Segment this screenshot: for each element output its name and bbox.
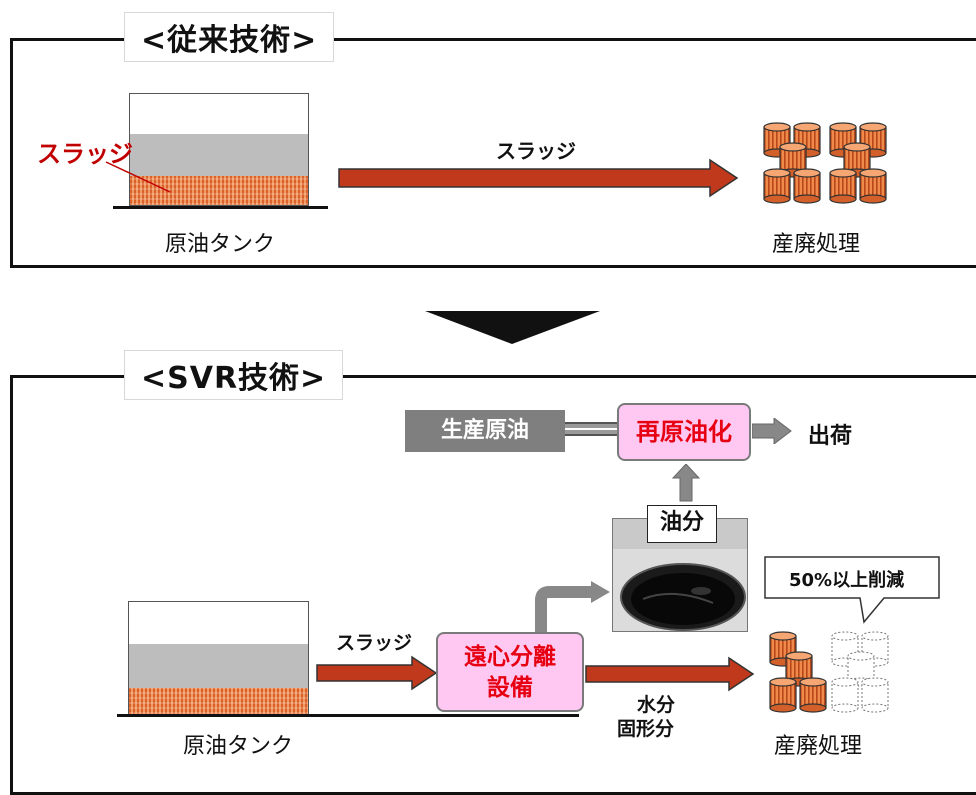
reduction-bubble-text: 50%以上削減 — [789, 570, 905, 591]
top-tank-ground — [113, 206, 328, 209]
bottom-drum-stack-icon — [769, 631, 889, 713]
oil-elbow-arrow — [535, 581, 610, 634]
bottom-crude-tank — [128, 601, 309, 715]
shipping-arrow — [752, 418, 792, 444]
top-tank-sludge-layer — [130, 176, 308, 205]
conventional-frame — [10, 38, 976, 268]
oil-label-box: 油分 — [647, 505, 717, 543]
sludge-callout-line — [105, 161, 171, 193]
centrifuge-line2: 設備 — [487, 675, 533, 701]
top-drum-stack-icon — [763, 122, 887, 204]
shipping-label: 出荷 — [808, 424, 853, 449]
transition-down-arrow — [425, 311, 600, 344]
water-label: 水分 — [637, 694, 676, 716]
sludge-callout: スラッジ — [37, 140, 133, 168]
oil-photo — [612, 518, 748, 632]
reduction-bubble-shape — [764, 556, 940, 624]
bottom-disposal-label: 産廃処理 — [774, 734, 863, 759]
top-disposal-label: 産廃処理 — [772, 232, 861, 257]
reoil-box: 再原油化 — [617, 403, 751, 461]
solid-label: 固形分 — [617, 718, 675, 740]
crude-oil-box: 生産原油 — [405, 410, 565, 452]
waste-arrow — [585, 656, 755, 692]
bottom-sludge-arrow — [316, 655, 438, 691]
top-arrow-label: スラッジ — [496, 139, 576, 163]
centrifuge-line1: 遠心分離 — [464, 644, 556, 670]
top-crude-tank — [129, 93, 309, 206]
bottom-tank-ground — [117, 714, 579, 717]
crude-pipe — [565, 422, 617, 436]
top-tank-label: 原油タンク — [165, 232, 276, 257]
conventional-title: <従来技術> — [124, 12, 335, 62]
oil-up-arrow — [672, 464, 700, 502]
top-sludge-arrow — [338, 158, 739, 198]
svr-title: <SVR技術> — [124, 350, 344, 400]
bottom-tank-label: 原油タンク — [183, 734, 294, 759]
bottom-arrow-label: スラッジ — [336, 632, 413, 654]
centrifuge-box: 遠心分離 設備 — [436, 632, 584, 712]
bottom-tank-sludge-layer — [129, 688, 308, 714]
